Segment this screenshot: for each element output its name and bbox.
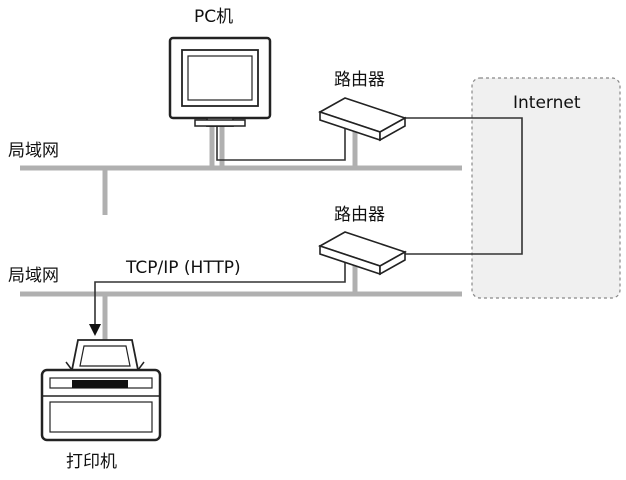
internet-wire <box>405 117 523 255</box>
internet-label: Internet <box>513 93 581 113</box>
tcpip-arrowhead <box>89 324 101 336</box>
router-top-label: 路由器 <box>334 70 385 90</box>
pc-label: PC机 <box>194 7 234 27</box>
internet-region <box>471 77 621 299</box>
pc-monitor-icon <box>168 36 272 127</box>
protocol-label: TCP/IP (HTTP) <box>126 258 241 278</box>
lan-bottom-label: 局域网 <box>8 266 59 286</box>
router-bottom-label: 路由器 <box>334 205 385 225</box>
printer-label: 打印机 <box>66 452 117 472</box>
lan-top-label: 局域网 <box>8 141 59 161</box>
tcpip-wire <box>94 262 346 326</box>
router-icon <box>318 97 407 142</box>
printer-icon <box>40 339 162 442</box>
pc-router-wire <box>216 120 346 161</box>
router-icon-bottom <box>318 231 407 276</box>
